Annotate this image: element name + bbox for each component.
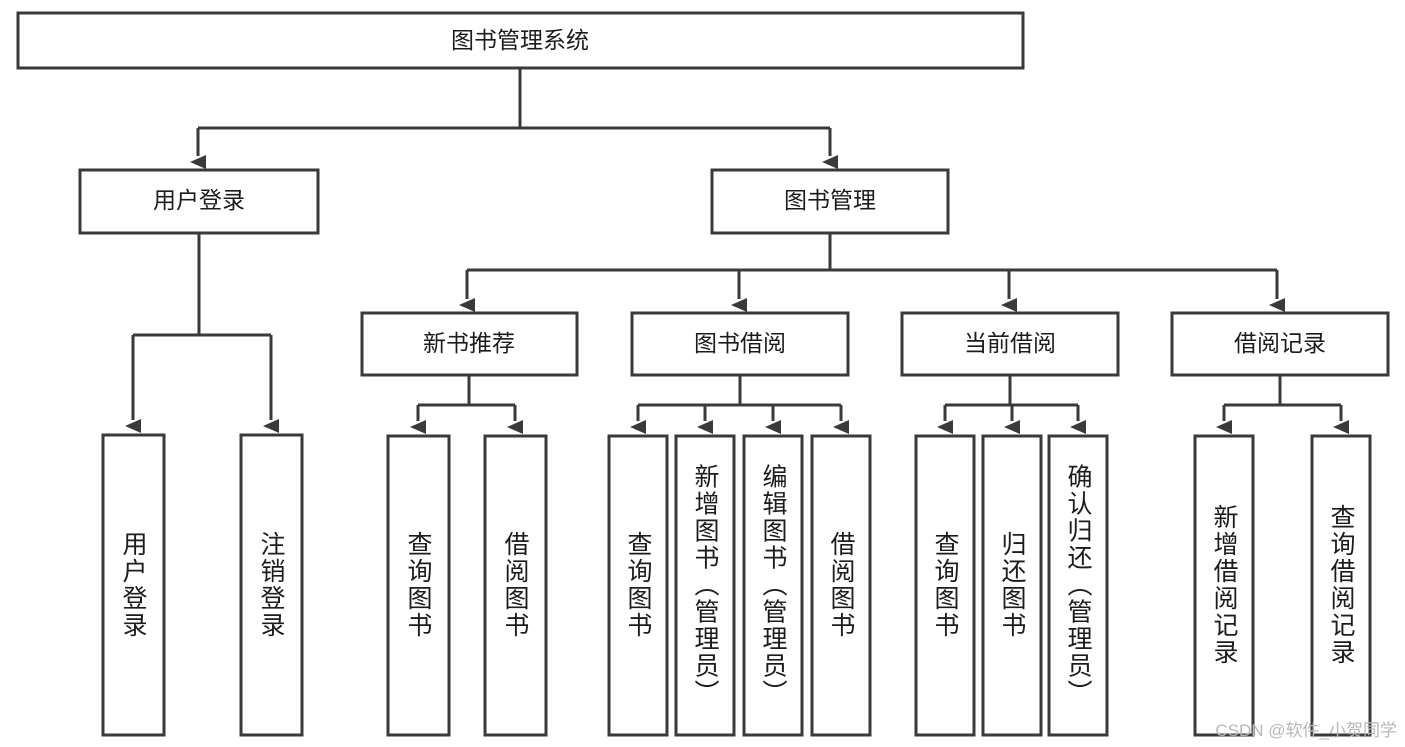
- node-current-borrow-box[interactable]: [900, 311, 1120, 377]
- node-book-management-box[interactable]: [710, 168, 950, 235]
- leaf-borrow-borrow-book-box[interactable]: [810, 434, 872, 737]
- leaf-records-add[interactable]: 新增借阅记录: [1193, 434, 1255, 737]
- node-new-book-recommend-label: 新书推荐: [423, 330, 515, 356]
- leaf-current-query-box[interactable]: [914, 434, 976, 737]
- leaf-new-book-query[interactable]: 查询图书: [386, 434, 451, 737]
- leaf-borrow-edit-book-box[interactable]: [742, 434, 804, 737]
- node-new-book-recommend-box[interactable]: [360, 311, 579, 377]
- node-root-system-box[interactable]: [16, 11, 1025, 70]
- node-current-borrow-label: 当前借阅: [964, 330, 1056, 356]
- leaf-new-book-query-box[interactable]: [386, 434, 451, 737]
- node-user-login-label: 用户登录: [153, 187, 245, 213]
- node-user-login-box[interactable]: [78, 168, 320, 235]
- leaf-current-return-box[interactable]: [981, 434, 1043, 737]
- leaf-current-confirm-return-box[interactable]: [1047, 434, 1109, 737]
- leaf-current-query[interactable]: 查询图书: [914, 434, 976, 737]
- leaf-user-logout[interactable]: 注销登录: [239, 433, 304, 737]
- leaf-current-confirm-return-label: 确认归还（管理员）: [1064, 464, 1093, 707]
- leaf-borrow-query-label: 查询图书: [624, 531, 653, 639]
- leaf-new-book-query-label: 查询图书: [404, 531, 433, 639]
- leaf-user-logout-label: 注销登录: [257, 531, 286, 639]
- node-borrow-records-box[interactable]: [1170, 311, 1390, 377]
- leaf-borrow-edit-book-label: 编辑图书（管理员）: [759, 464, 788, 707]
- node-user-login[interactable]: 用户登录: [78, 168, 320, 235]
- node-book-borrow-label: 图书借阅: [694, 330, 786, 356]
- node-book-borrow[interactable]: 图书借阅: [630, 311, 850, 377]
- leaf-records-query[interactable]: 查询借阅记录: [1310, 434, 1372, 737]
- node-root-system[interactable]: 图书管理系统: [16, 11, 1025, 70]
- leaf-borrow-add-book[interactable]: 新增图书（管理员）: [674, 434, 736, 737]
- leaf-user-login-1-box[interactable]: [101, 433, 166, 737]
- node-new-book-recommend[interactable]: 新书推荐: [360, 311, 579, 377]
- node-borrow-records-label: 借阅记录: [1234, 330, 1326, 356]
- leaf-records-add-label: 新增借阅记录: [1210, 504, 1239, 666]
- leaf-borrow-borrow-book[interactable]: 借阅图书: [810, 434, 872, 737]
- leaf-current-return[interactable]: 归还图书: [981, 434, 1043, 737]
- leaf-new-book-borrow[interactable]: 借阅图书: [483, 434, 548, 737]
- leaf-current-query-label: 查询图书: [931, 531, 960, 639]
- node-current-borrow[interactable]: 当前借阅: [900, 311, 1120, 377]
- leaf-records-add-box[interactable]: [1193, 434, 1255, 737]
- leaf-current-confirm-return[interactable]: 确认归还（管理员）: [1047, 434, 1109, 737]
- node-book-management-label: 图书管理: [784, 187, 876, 213]
- leaf-records-query-box[interactable]: [1310, 434, 1372, 737]
- leaf-user-logout-box[interactable]: [239, 433, 304, 737]
- leaf-borrow-add-book-box[interactable]: [674, 434, 736, 737]
- node-root-system-label: 图书管理系统: [451, 27, 589, 53]
- leaf-borrow-query-box[interactable]: [607, 434, 669, 737]
- leaf-new-book-borrow-label: 借阅图书: [501, 531, 530, 639]
- leaf-records-query-label: 查询借阅记录: [1327, 504, 1356, 666]
- leaf-borrow-borrow-book-label: 借阅图书: [827, 531, 856, 639]
- node-book-borrow-box[interactable]: [630, 311, 850, 377]
- leaf-user-login-1-label: 用户登录: [119, 531, 148, 639]
- leaf-new-book-borrow-box[interactable]: [483, 434, 548, 737]
- leaf-borrow-edit-book[interactable]: 编辑图书（管理员）: [742, 434, 804, 737]
- leaf-borrow-add-book-label: 新增图书（管理员）: [691, 464, 720, 707]
- leaf-current-return-label: 归还图书: [998, 531, 1027, 639]
- leaf-user-login-1[interactable]: 用户登录: [101, 433, 166, 737]
- leaf-borrow-query[interactable]: 查询图书: [607, 434, 669, 737]
- node-book-management[interactable]: 图书管理: [710, 168, 950, 235]
- node-borrow-records[interactable]: 借阅记录: [1170, 311, 1390, 377]
- connector-layer: [125, 68, 1349, 434]
